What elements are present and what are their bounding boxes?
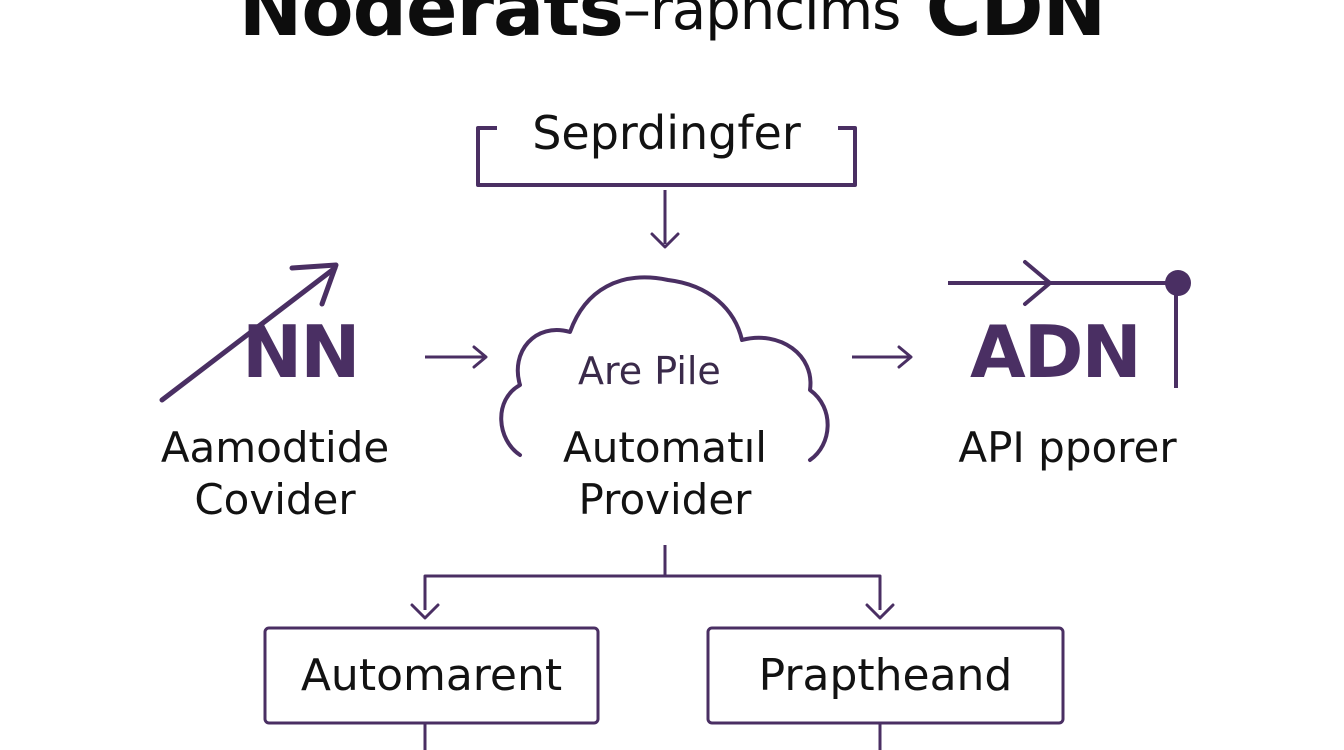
cloud-label: Are Pile [578,349,721,393]
bottom-left-box-label: Automarent [300,650,563,701]
nn-arrow-line [159,265,338,403]
cloud-shape [499,275,830,462]
center-caption-line2: Provider [578,475,752,524]
adn-logo: ADN [970,310,1142,394]
adn-connector-dot [1165,270,1191,296]
center-caption-line1: Automatıl [563,423,767,472]
arrow-cloud-to-right-head [897,345,913,369]
right-node-caption: API pporer [958,423,1177,472]
split-right-head [865,603,895,620]
page-title: Noderats–rapncims CDN [0,0,1344,53]
left-caption-line1: Aamodtide [160,423,390,472]
title-middle: –rapncims [622,0,901,43]
top-box-label: Seprdingfer [532,106,801,160]
arrow-left-to-cloud-head [472,345,488,369]
top-box-bracket [476,126,857,187]
arrow-top-to-cloud-head [650,232,680,249]
adn-connector-arrowhead [1023,260,1052,306]
bottom-right-box-label: Praptheand [758,650,1013,701]
split-left-head [410,603,440,620]
center-node-caption: Automatıl Provider [520,422,810,526]
left-node-caption: Aamodtide Covider [130,422,420,526]
left-caption-line2: Covider [194,475,356,524]
nn-arrow-head [289,262,339,307]
split-branch [423,574,882,610]
title-left: Noderats [238,0,624,53]
nn-logo: NN [242,310,361,394]
bottom-right-box [706,626,1065,725]
title-right: CDN [925,0,1106,53]
bottom-left-box [263,626,600,725]
